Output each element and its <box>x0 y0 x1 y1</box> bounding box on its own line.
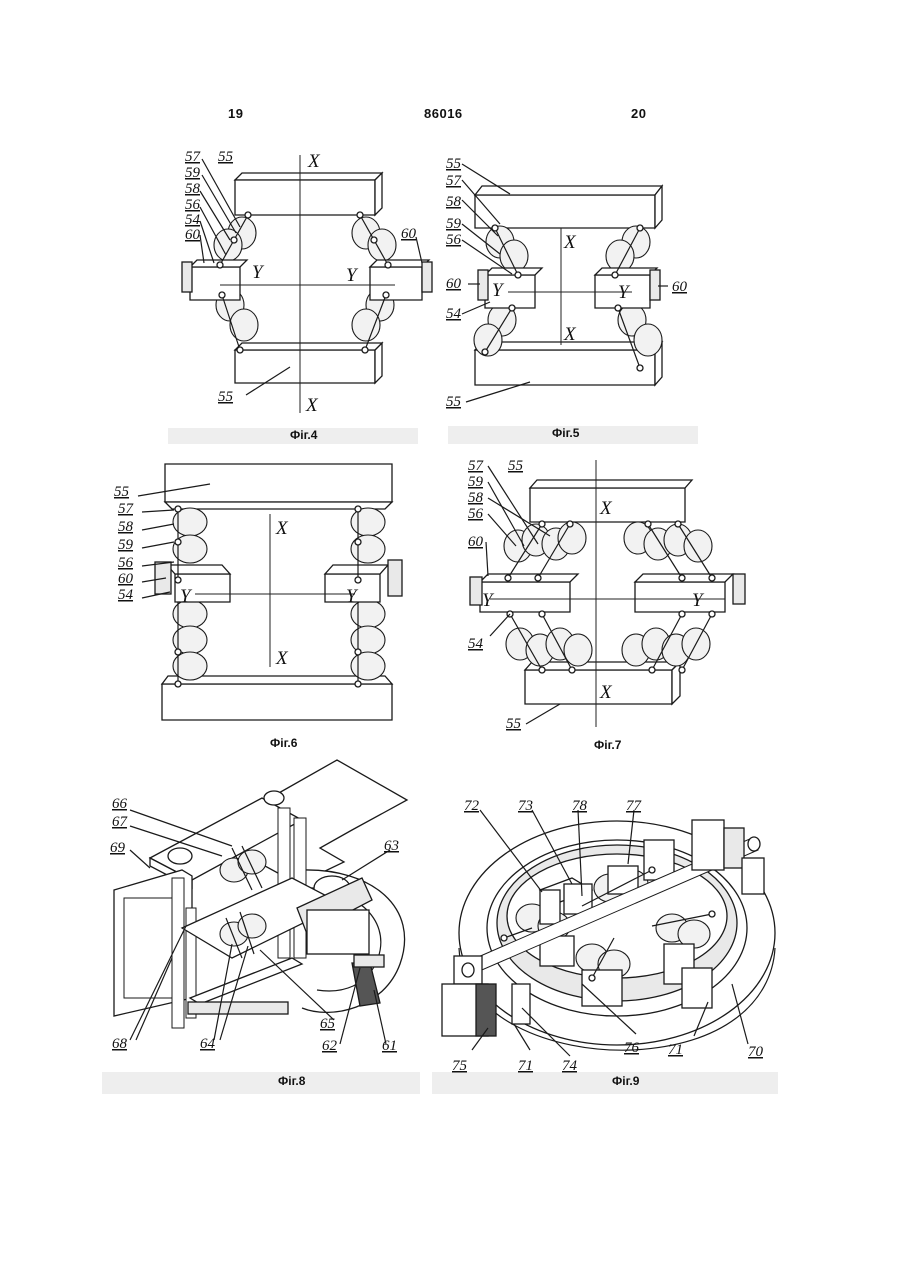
fig8-label-69: 69 <box>110 840 126 856</box>
fig5-top-beam <box>475 195 655 228</box>
fig8-label-62: 62 <box>322 1038 338 1054</box>
fig4-label-56: 56 <box>185 197 201 213</box>
fig7-bottom-beam <box>525 670 672 704</box>
fig5-caption: Фіг.5 <box>552 426 579 440</box>
fig9-label-77: 77 <box>626 798 643 814</box>
fig4-label-57: 57 <box>185 149 202 165</box>
fig9-label-75: 75 <box>452 1058 468 1074</box>
fig4-bottom-beam <box>235 350 375 383</box>
fig8-label-65: 65 <box>320 1016 336 1032</box>
fig4-axis-x-top: X <box>307 151 321 172</box>
fig8-column <box>172 878 184 1028</box>
fig4-right-block <box>370 267 422 300</box>
fig7-caption: Фіг.7 <box>594 738 621 752</box>
fig4-axis-x-bottom: X <box>305 395 319 416</box>
page-number-left: 19 <box>228 106 243 121</box>
fig9-label-70: 70 <box>748 1044 764 1060</box>
figure-4: X X Y Y 57 55 59 58 56 54 60 60 55 <box>160 145 450 425</box>
fig4-label-55-top: 55 <box>218 149 234 165</box>
fig5-axis-x-bottom: X <box>563 324 577 345</box>
fig6-label-58: 58 <box>118 519 134 535</box>
fig7-right-block <box>635 582 725 612</box>
fig4-label-60-right: 60 <box>401 226 417 242</box>
fig9-label-74: 74 <box>562 1058 578 1074</box>
fig6-bottom-beam <box>162 684 392 720</box>
scan-strip <box>102 1072 420 1094</box>
fig4-label-58: 58 <box>185 181 201 197</box>
fig7-label-57: 57 <box>468 458 485 474</box>
fig5-label-58: 58 <box>446 194 462 210</box>
fig9-label-71-right: 71 <box>668 1042 683 1058</box>
fig7-axis-x-top: X <box>599 498 613 519</box>
fig7-label-54: 54 <box>468 636 484 652</box>
fig4-axis-y-right: Y <box>346 265 359 286</box>
fig4-label-60-left: 60 <box>185 227 201 243</box>
fig7-label-60: 60 <box>468 534 484 550</box>
figure-8: 66 67 69 63 68 64 65 62 61 <box>102 758 420 1070</box>
fig9-label-73: 73 <box>518 798 533 814</box>
fig6-label-55: 55 <box>114 484 130 500</box>
fig5-label-57: 57 <box>446 173 463 189</box>
fig9-caption: Фіг.9 <box>612 1074 639 1088</box>
fig4-top-beam-top <box>235 173 382 180</box>
fig7-axis-x-bottom: X <box>599 682 613 703</box>
fig7-label-55-bottom: 55 <box>506 716 522 732</box>
fig4-left-block <box>190 267 240 300</box>
fig6-axis-x-top: X <box>275 518 289 539</box>
fig5-axis-x-top: X <box>563 232 577 253</box>
fig6-label-59: 59 <box>118 537 134 553</box>
fig4-top-beam-front <box>235 180 375 215</box>
fig6-axis-x-bottom: X <box>275 648 289 669</box>
fig6-label-60: 60 <box>118 571 134 587</box>
figure-6: X X Y Y 55 57 58 59 56 60 54 <box>110 452 420 732</box>
fig4-label-55-bottom: 55 <box>218 389 234 405</box>
fig7-label-59: 59 <box>468 474 484 490</box>
fig6-label-56: 56 <box>118 555 134 571</box>
figure-7: X X Y Y 57 55 59 58 56 60 54 55 <box>460 452 760 737</box>
fig8-label-64: 64 <box>200 1036 216 1052</box>
fig4-label-54: 54 <box>185 212 201 228</box>
fig7-label-58: 58 <box>468 490 484 506</box>
fig8-label-68: 68 <box>112 1036 128 1052</box>
fig7-label-56: 56 <box>468 506 484 522</box>
fig6-top-beam <box>165 464 392 502</box>
fig8-label-67: 67 <box>112 814 129 830</box>
fig5-label-56: 56 <box>446 232 462 248</box>
fig6-label-54: 54 <box>118 587 134 603</box>
fig5-label-55-bottom: 55 <box>446 394 462 410</box>
fig9-label-72: 72 <box>464 798 480 814</box>
patent-number: 86016 <box>424 106 463 121</box>
page-number-right: 20 <box>631 106 646 121</box>
fig4-axis-y-left: Y <box>252 262 265 283</box>
fig5-bottom-beam <box>475 350 655 385</box>
fig7-left-block <box>480 582 570 612</box>
figure-5: X X Y Y 55 57 58 59 56 60 60 54 55 <box>440 150 710 415</box>
fig4-label-59: 59 <box>185 165 201 181</box>
fig6-label-57: 57 <box>118 501 135 517</box>
fig8-caption: Фіг.8 <box>278 1074 305 1088</box>
fig6-caption: Фіг.6 <box>270 736 297 750</box>
fig5-label-60-right: 60 <box>672 279 688 295</box>
fig4-top-beam-side <box>375 173 382 215</box>
fig5-label-59: 59 <box>446 216 462 232</box>
fig5-label-60-left: 60 <box>446 276 462 292</box>
fig5-label-54: 54 <box>446 306 462 322</box>
fig8-label-61: 61 <box>382 1038 397 1054</box>
fig9-label-71-left: 71 <box>518 1058 533 1074</box>
fig9-label-76: 76 <box>624 1040 640 1056</box>
fig7-label-55-top: 55 <box>508 458 524 474</box>
figure-9: 72 73 78 77 75 71 74 76 71 70 <box>432 788 782 1078</box>
fig9-label-78: 78 <box>572 798 588 814</box>
fig8-label-63: 63 <box>384 838 399 854</box>
fig5-label-55-top: 55 <box>446 156 462 172</box>
fig8-label-66: 66 <box>112 796 128 812</box>
fig4-caption: Фіг.4 <box>290 428 317 442</box>
